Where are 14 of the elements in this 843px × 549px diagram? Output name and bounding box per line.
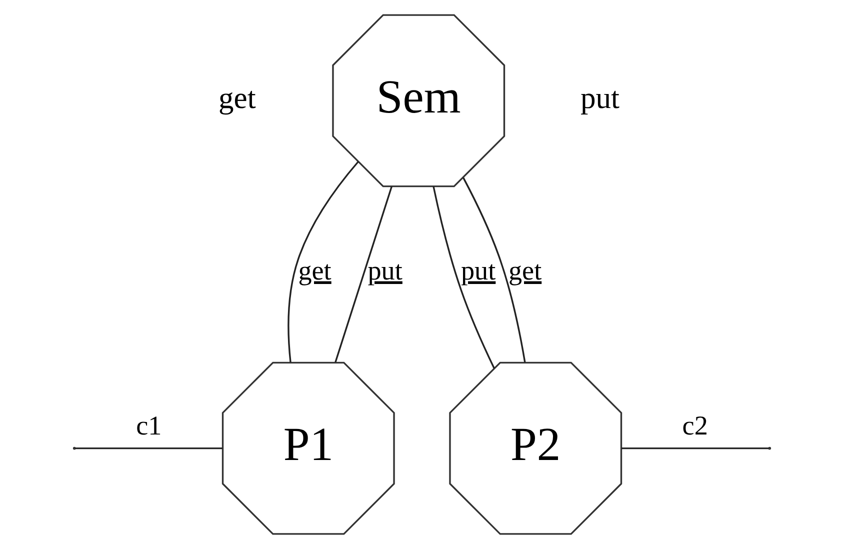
connector	[620, 447, 768, 450]
edge-label: get	[508, 255, 542, 286]
edge-label: put	[367, 255, 402, 286]
node-label: put	[580, 81, 620, 116]
edge-label: c1	[136, 410, 162, 440]
connector	[432, 186, 494, 369]
connector	[287, 161, 358, 362]
connector	[334, 186, 392, 362]
node-label: get	[218, 81, 256, 116]
edge-label: c2	[682, 410, 708, 440]
connector	[74, 447, 222, 450]
connector	[462, 177, 526, 362]
edge-label: put	[460, 255, 496, 286]
edge-label: get	[298, 255, 331, 286]
